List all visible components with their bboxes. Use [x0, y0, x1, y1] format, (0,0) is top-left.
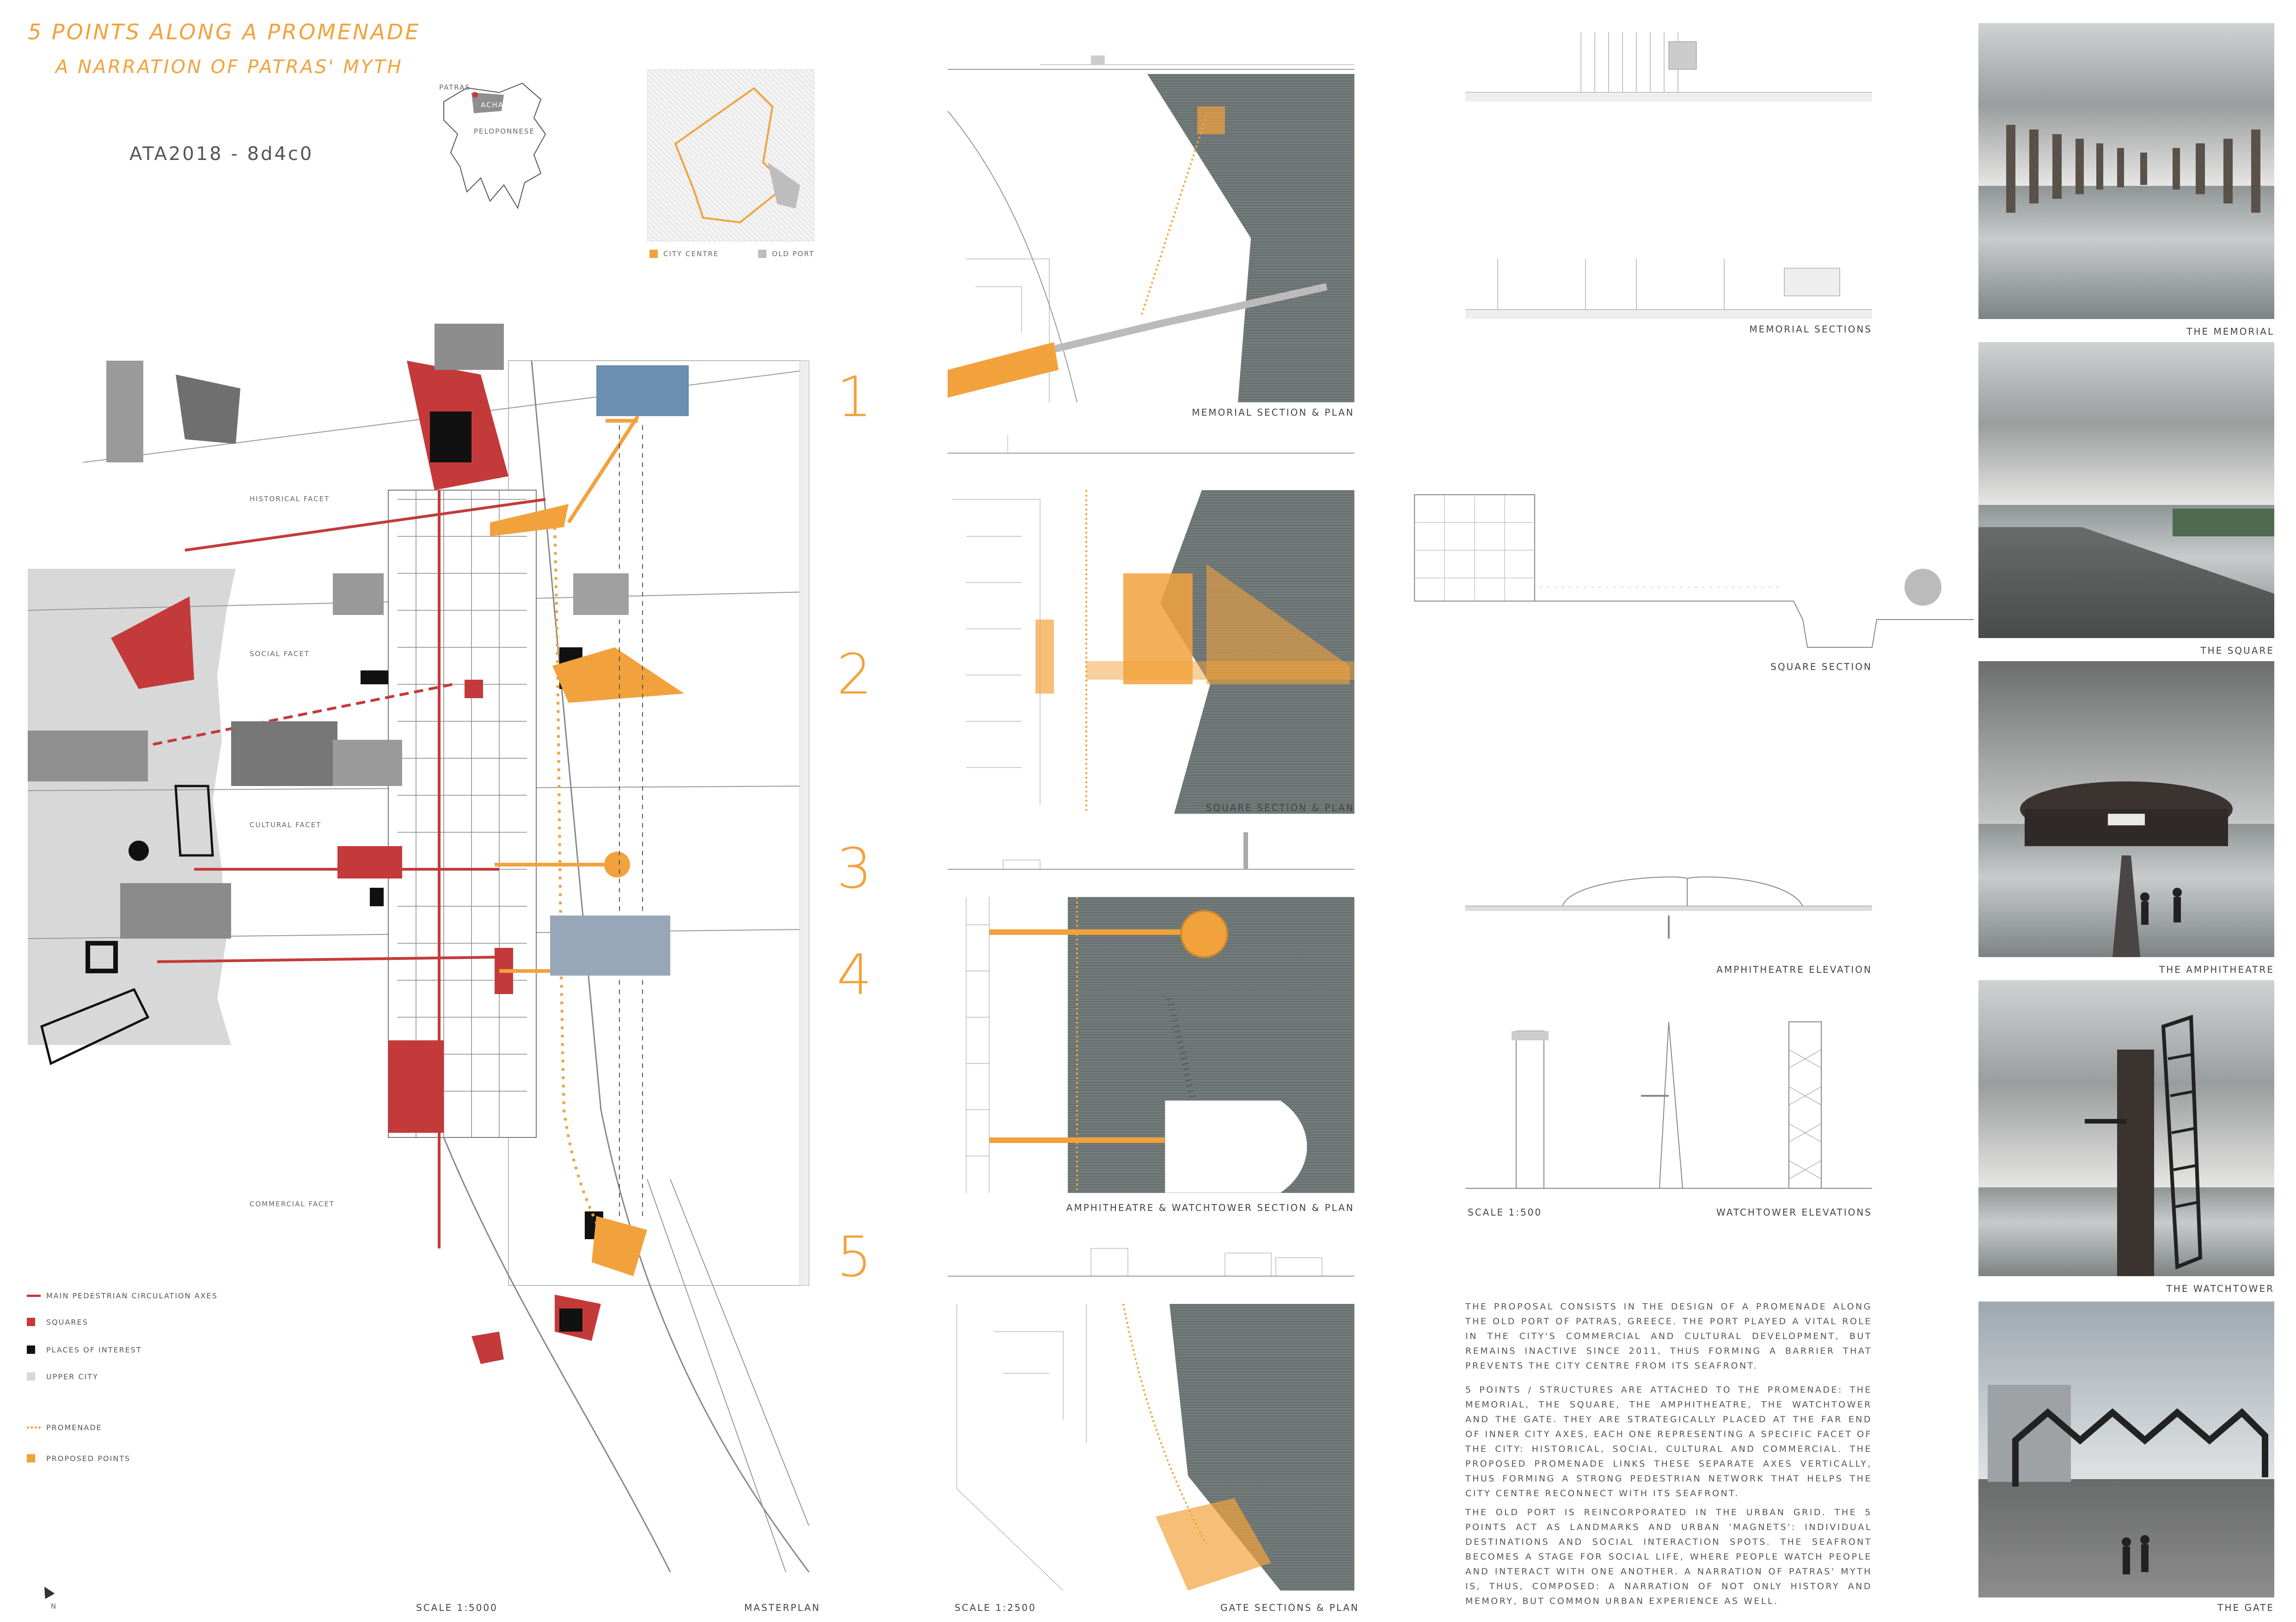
legend-proposed: PROPOSED POINTS [46, 1454, 131, 1463]
location-map: PATRAS ACHAEA PELOPONNESE [435, 74, 555, 213]
square-section-caption: SQUARE SECTION [1770, 661, 1872, 672]
point-number-2: 2 [837, 643, 872, 707]
amphitheatre-plan-caption: AMPHITHEATRE & WATCHTOWER SECTION & PLAN [1066, 1202, 1354, 1213]
amphitheatre-elevation [1465, 876, 1872, 939]
label-patras: PATRAS [439, 83, 471, 92]
masterplan-drawing [27, 319, 810, 1573]
point-number-4: 4 [837, 943, 872, 1008]
gate-section-drawing [948, 1248, 1354, 1277]
masterplan [0, 319, 925, 1609]
render-amphitheatre [1978, 661, 2274, 957]
gate-plan [948, 1304, 1354, 1591]
memorial-columns [2006, 125, 2260, 213]
legend-swatch-axes [27, 1295, 41, 1297]
amphitheatre-plan [948, 897, 1354, 1193]
facet-commercial: COMMERCIAL FACET [250, 1200, 335, 1208]
square-section-drawing [948, 435, 1354, 454]
watchtower-caption: WATCHTOWER ELEVATIONS [1716, 1207, 1872, 1218]
render-amphitheatre-caption: THE AMPHITHEATRE [2159, 964, 2274, 975]
memorial-sections-caption: MEMORIAL SECTIONS [1749, 324, 1872, 335]
memorial-section-1 [1465, 32, 1872, 102]
memorial-plan [948, 74, 1354, 402]
poster-title: 5 POINTS ALONG A PROMENADE [28, 19, 421, 44]
render-memorial [1978, 23, 2274, 319]
render-square-caption: THE SQUARE [2200, 645, 2274, 656]
scale-plans: SCALE 1:2500 [955, 1602, 1036, 1613]
facet-historical: HISTORICAL FACET [250, 495, 330, 503]
poster-subtitle: A NARRATION OF PATRAS' MYTH [55, 56, 403, 78]
legend-swatch-places [27, 1346, 35, 1354]
render-gate [1978, 1302, 2274, 1597]
label-peloponnese: PELOPONNESE [474, 127, 535, 135]
description-paragraph-3: THE OLD PORT IS REINCORPORATED IN THE UR… [1465, 1507, 1872, 1606]
amphitheatre-section-drawing [948, 832, 1354, 870]
city-centre-outline [674, 87, 800, 224]
render-square [1978, 342, 2274, 638]
facet-social: SOCIAL FACET [250, 650, 310, 658]
scale-masterplan: SCALE 1:5000 [416, 1602, 498, 1613]
legend-swatch-proposed [27, 1454, 35, 1462]
gate-plan-lines [956, 1304, 1271, 1591]
memorial-section-2 [1465, 259, 1872, 319]
square-plan-lines [952, 490, 1354, 814]
memorial-section-drawing [948, 55, 1354, 70]
city-centre-swatch [649, 250, 658, 258]
square-plan [948, 490, 1354, 814]
scale-500: SCALE 1:500 [1468, 1207, 1543, 1218]
old-port-label: OLD PORT [772, 250, 814, 258]
legend-swatch-squares [27, 1318, 35, 1326]
legend-axes: MAIN PEDESTRIAN CIRCULATION AXES [46, 1291, 218, 1300]
square-plan-caption: SQUARE SECTION & PLAN [1206, 802, 1354, 813]
legend-swatch-upper-city [27, 1372, 35, 1381]
legend-swatch-promenade [27, 1426, 41, 1431]
render-gate-caption: THE GATE [2217, 1602, 2274, 1613]
gate-structure [1988, 1385, 2268, 1574]
amphitheatre-structure [2020, 781, 2233, 957]
point-number-3: 3 [837, 837, 872, 901]
city-centre-label: CITY CENTRE [663, 250, 719, 258]
project-code: ATA2018 - 8d4c0 [129, 143, 314, 165]
watchtower-structure [2085, 1014, 2203, 1276]
point-number-5: 5 [837, 1225, 872, 1290]
point-number-1: 1 [837, 365, 872, 430]
city-inset-map [647, 69, 814, 241]
watchtower-elevations [1465, 1021, 1872, 1189]
label-achaea: ACHAEA [481, 101, 515, 109]
square-section [1414, 494, 1974, 648]
masterplan-label: MASTERPLAN [744, 1602, 820, 1613]
amphitheatre-elevation-caption: AMPHITHEATRE ELEVATION [1716, 964, 1872, 975]
description-paragraph-1: THE PROPOSAL CONSISTS IN THE DESIGN OF A… [1465, 1302, 1872, 1371]
memorial-plan-lines [948, 106, 1328, 402]
render-watchtower-caption: THE WATCHTOWER [2166, 1283, 2274, 1294]
render-watchtower [1978, 980, 2274, 1276]
facet-cultural: CULTURAL FACET [250, 821, 322, 829]
legend-promenade: PROMENADE [46, 1423, 102, 1432]
legend-squares: SQUARES [46, 1318, 88, 1327]
memorial-plan-caption: MEMORIAL SECTION & PLAN [1192, 407, 1354, 418]
description-paragraph-2: 5 POINTS / STRUCTURES ARE ATTACHED TO TH… [1465, 1385, 1872, 1499]
amphitheatre-plan-lines [966, 897, 1308, 1193]
legend-places: PLACES OF INTEREST [46, 1346, 142, 1354]
old-port-swatch [758, 250, 766, 258]
gate-sections-caption: GATE SECTIONS & PLAN [1220, 1602, 1359, 1613]
legend-upper-city: UPPER CITY [46, 1372, 98, 1381]
render-memorial-caption: THE MEMORIAL [2186, 326, 2274, 337]
north-label: N [51, 1602, 57, 1610]
peloponnese-outline [443, 82, 546, 209]
